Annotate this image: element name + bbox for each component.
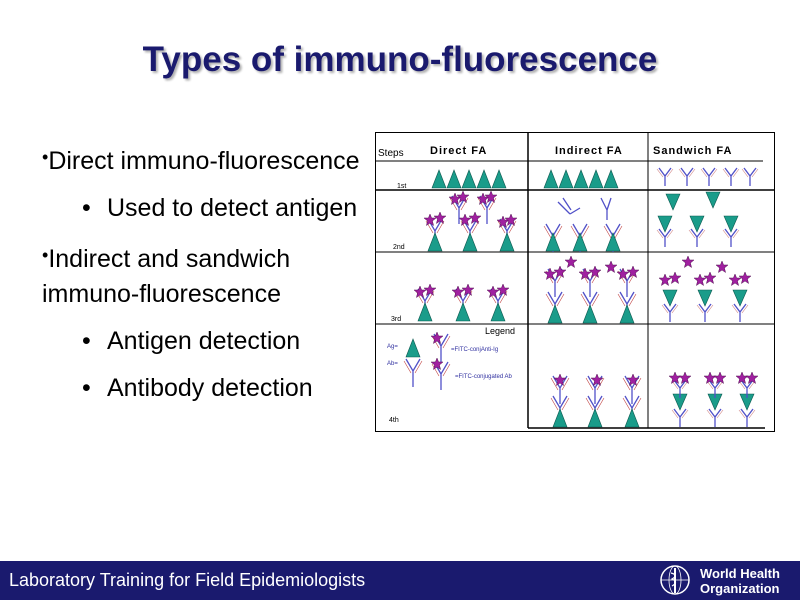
legend-fitc-anti-ig: =FITC-conjAnti-Ig: [451, 347, 498, 353]
who-emblem-icon: [660, 565, 690, 595]
bullet-direct: •Direct immuno-fluorescence: [42, 147, 360, 175]
bullet-detect-antigen: •Used to detect antigen: [82, 191, 362, 226]
step-label-1: 1st: [397, 183, 406, 190]
footer-text: Laboratory Training for Field Epidemiolo…: [9, 570, 366, 590]
header-indirect-fa: Indirect FA: [555, 145, 623, 157]
slide-title: Types of immuno-fluorescence: [142, 40, 658, 79]
bullet-antigen-detection: •Antigen detection: [82, 324, 362, 359]
step-label-4: 4th: [389, 417, 399, 424]
step-label-3: 3rd: [391, 316, 401, 323]
who-wordmark: World Health Organization: [700, 566, 780, 596]
legend-fitc-conjugated-ab: =FITC-conjugated Ab: [455, 374, 513, 380]
header-sandwich-fa: Sandwich FA: [653, 145, 732, 157]
bullet-dot: •: [82, 327, 91, 355]
bullet-dot: •: [82, 194, 91, 222]
step-label-2: 2nd: [393, 244, 405, 251]
bullet-indirect-sandwich: •Indirect and sandwich immuno-fluorescen…: [42, 245, 291, 308]
who-logo: World Health Organization: [655, 563, 795, 598]
bullet-list: •Direct immuno-fluorescence •Used to det…: [42, 140, 362, 418]
legend-ab-label: Ab=: [387, 361, 398, 367]
bullet-dot: •: [82, 374, 91, 402]
bullet-antibody-detection: •Antibody detection: [82, 371, 362, 406]
footer-bar: Laboratory Training for Field Epidemiolo…: [0, 561, 800, 600]
immunofluorescence-diagram: Steps Direct FA Indirect FA Sandwich FA …: [375, 132, 775, 432]
header-steps: Steps: [378, 148, 404, 159]
header-direct-fa: Direct FA: [430, 145, 487, 157]
indirect-step2-antibodies: [543, 197, 623, 253]
legend-ag-label: Ag=: [387, 344, 398, 350]
bullet-dot: •: [42, 147, 49, 167]
bullet-dot: •: [42, 245, 49, 265]
legend-title: Legend: [485, 326, 515, 336]
